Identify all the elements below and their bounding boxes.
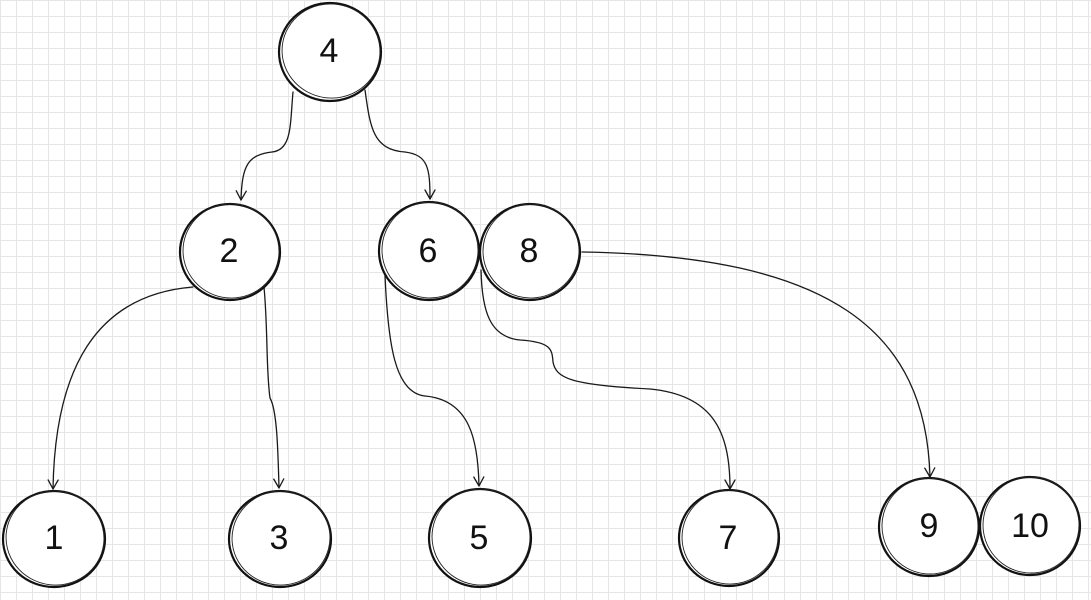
tree-node-9[interactable]: 9	[876, 472, 984, 580]
edge-8-7	[480, 269, 736, 490]
node-label: 1	[45, 519, 64, 557]
node-label: 7	[719, 519, 738, 557]
node-label: 3	[270, 519, 289, 557]
tree-node-2[interactable]: 2	[176, 196, 287, 305]
edge-6-5	[384, 274, 485, 487]
tree-node-7[interactable]: 7	[675, 482, 786, 591]
edge-2-1	[47, 286, 194, 490]
node-label: 9	[920, 507, 939, 545]
tree-node-8[interactable]: 8	[478, 199, 583, 303]
node-label: 5	[470, 519, 489, 557]
tree-node-6[interactable]: 6	[377, 197, 483, 303]
node-label: 4	[320, 32, 339, 70]
tree-node-10[interactable]: 10	[977, 471, 1085, 579]
tree-node-4[interactable]: 4	[276, 0, 386, 104]
node-label: 10	[1011, 507, 1049, 545]
edge-4-2	[235, 91, 294, 201]
node-label: 2	[220, 232, 239, 270]
tree-node-1[interactable]: 1	[0, 485, 110, 592]
tree-node-5[interactable]: 5	[424, 481, 537, 593]
node-label: 8	[520, 232, 539, 270]
node-label: 6	[419, 232, 438, 270]
edges-layer	[47, 89, 936, 490]
edge-2-3	[263, 286, 285, 489]
edge-4-6	[364, 89, 436, 200]
edge-8-9	[581, 251, 936, 478]
tree-node-3[interactable]: 3	[226, 485, 336, 592]
